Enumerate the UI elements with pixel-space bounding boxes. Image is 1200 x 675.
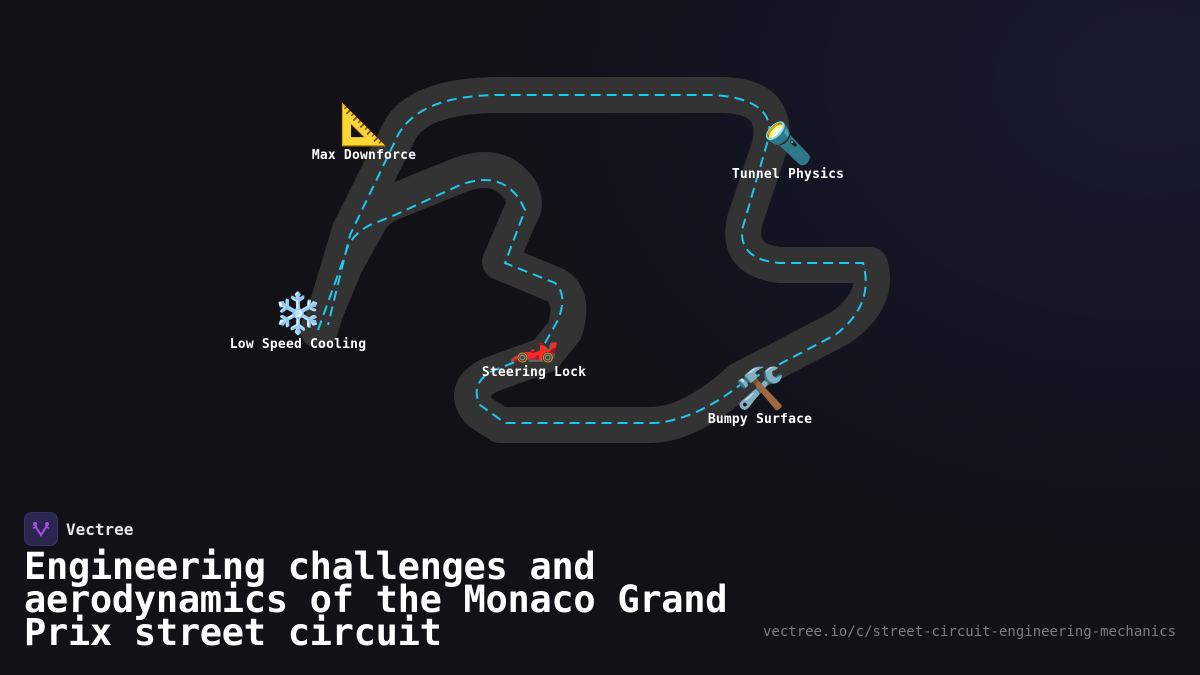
page-title: Engineering challenges and aerodynamics … <box>24 545 728 654</box>
marker-bumpy-surface: 🛠️ Bumpy Surface <box>708 366 812 427</box>
marker-label: Steering Lock <box>481 365 587 380</box>
vectree-logo-icon <box>24 512 58 546</box>
source-url: vectree.io/c/street-circuit-engineering-… <box>762 624 1176 640</box>
snowflake-icon: ❄️ <box>273 291 323 337</box>
flashlight-icon: 🔦 <box>763 121 813 167</box>
marker-label: Max Downforce <box>311 148 417 163</box>
triangular-ruler-icon: 📐 <box>339 102 389 148</box>
track-surface <box>300 77 890 443</box>
hammer-and-wrench-icon: 🛠️ <box>735 366 785 412</box>
racing-line <box>317 94 867 424</box>
marker-label: Tunnel Physics <box>731 167 845 182</box>
brand-name: Vectree <box>66 519 134 539</box>
race-car-icon: 🏎️ <box>509 319 559 365</box>
marker-max-downforce: 📐 Max Downforce <box>312 102 416 163</box>
marker-steering-lock: 🏎️ Steering Lock <box>482 319 586 380</box>
marker-tunnel-physics: 🔦 Tunnel Physics <box>732 121 844 182</box>
marker-label: Low Speed Cooling <box>229 337 367 352</box>
marker-low-speed-cooling: ❄️ Low Speed Cooling <box>230 291 366 352</box>
marker-label: Bumpy Surface <box>707 412 813 427</box>
brand: Vectree <box>24 512 133 546</box>
